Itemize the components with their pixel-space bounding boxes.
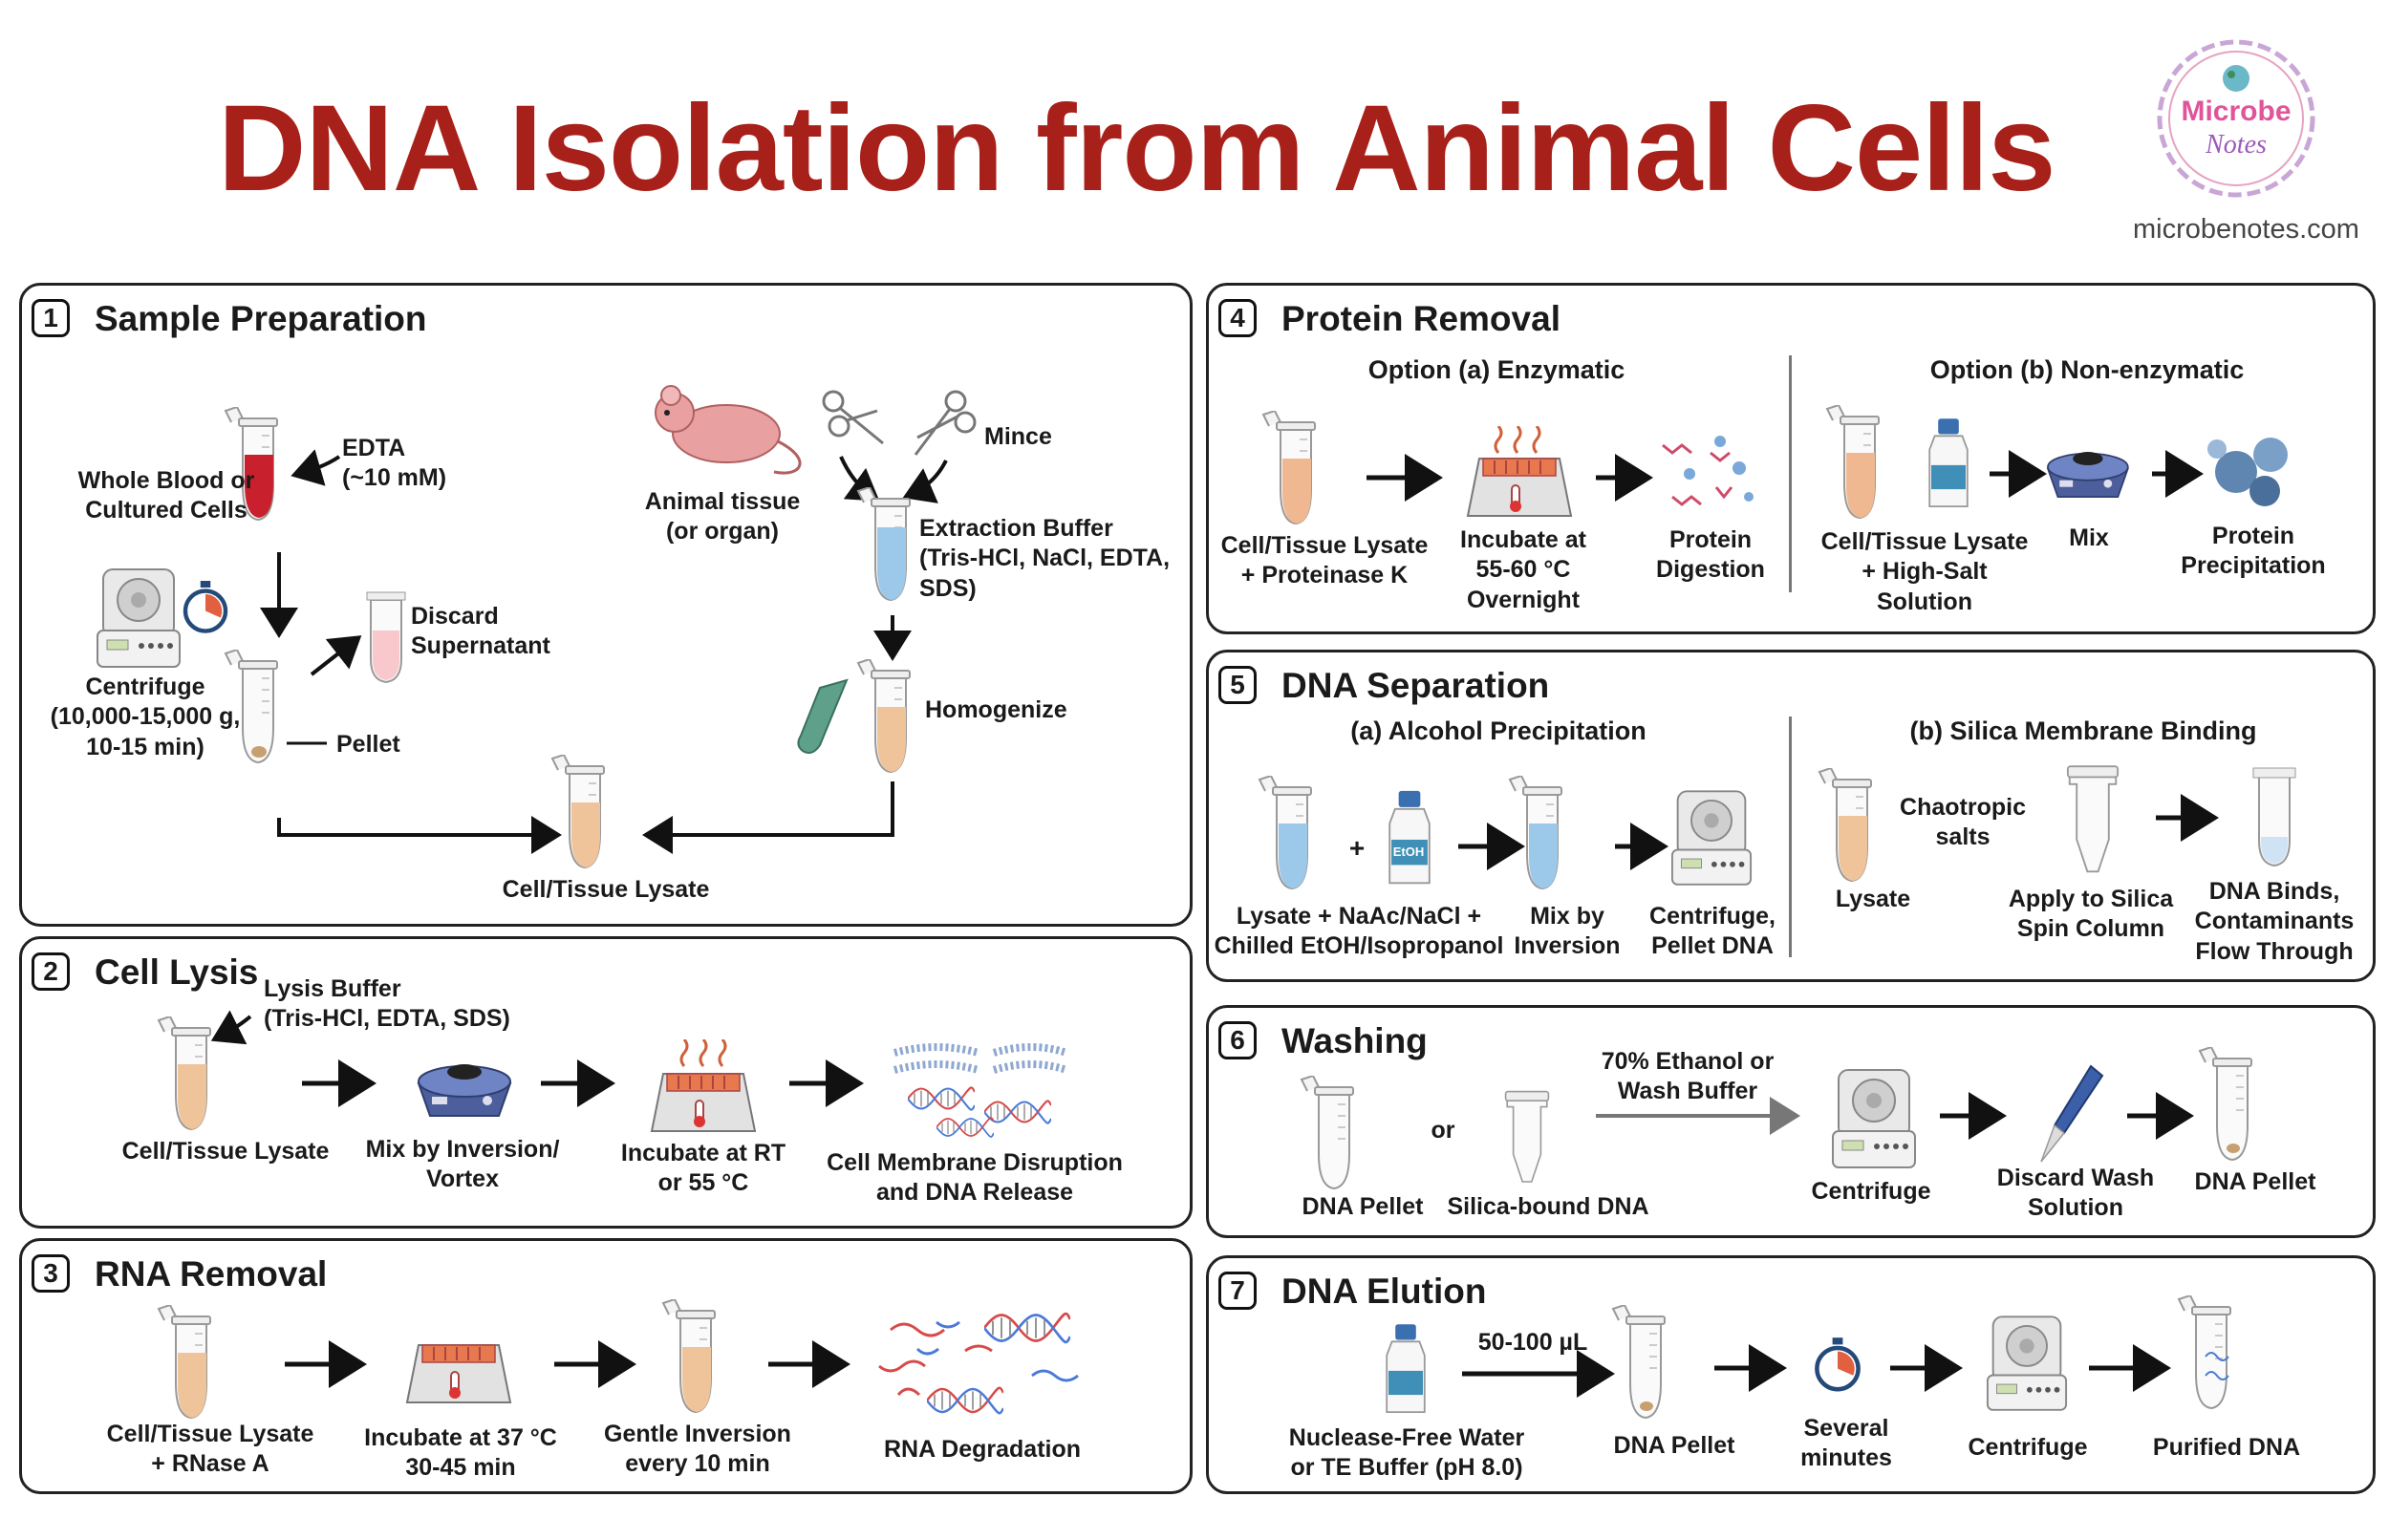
label-step-mix: Mix by Inversion/ Vortex xyxy=(365,1136,560,1193)
label-s2: Silica-bound DNA xyxy=(1447,1193,1649,1220)
label-step-lysate: Cell/Tissue Lysate xyxy=(121,1138,330,1165)
option-b-heading: Option (b) Non-enzymatic xyxy=(1929,355,2245,384)
label-s4: Discard Wash Solution xyxy=(1996,1165,2155,1222)
label-pellet: Pellet xyxy=(336,731,400,758)
label-centrifuge: Centrifuge (10,000-15,000 g, 10-15 min) xyxy=(50,674,241,760)
option-divider xyxy=(1789,355,1792,592)
option-a-heading: Option (a) Enzymatic xyxy=(1367,355,1625,384)
site-url: microbenotes.com xyxy=(2133,214,2359,245)
label-s1: Nuclease-Free Water or TE Buffer (pH 8.0… xyxy=(1288,1424,1525,1482)
page-title: DNA Isolation from Animal Cells xyxy=(218,80,2055,217)
label-a3: Protein Digestion xyxy=(1656,526,1765,584)
logo-text-2: Notes xyxy=(2205,130,2267,160)
label-s3: Several minutes xyxy=(1800,1415,1892,1472)
label-s4: Centrifuge xyxy=(1968,1434,2088,1461)
option-a-heading: (a) Alcohol Precipitation xyxy=(1350,717,1646,745)
label-step-rnase: Cell/Tissue Lysate + RNase A xyxy=(106,1421,314,1478)
label-b1: Lysate xyxy=(1835,886,1911,912)
label-a1: Cell/Tissue Lysate + Proteinase K xyxy=(1220,532,1429,589)
label-edta: EDTA (~10 mM) xyxy=(342,435,447,492)
step-number: 7 xyxy=(1218,1272,1257,1310)
panel-sample-preparation: 1 Sample Preparation xyxy=(19,283,1193,927)
panel-title: Washing xyxy=(1281,1021,1428,1060)
label-b3: Protein Precipitation xyxy=(2181,523,2326,580)
label-b2: Mix xyxy=(2069,524,2109,551)
step-number: 3 xyxy=(32,1254,70,1293)
label-blood: Whole Blood or Cultured Cells xyxy=(77,467,255,524)
label-s1: DNA Pellet xyxy=(1302,1193,1424,1220)
label-buffer: Extraction Buffer (Tris-HCl, NaCl, EDTA,… xyxy=(919,515,1171,602)
step-number: 2 xyxy=(32,952,70,991)
option-divider xyxy=(1789,717,1792,957)
panel-title: DNA Separation xyxy=(1281,666,1550,705)
label-step-inversion: Gentle Inversion every 10 min xyxy=(604,1421,791,1478)
label-b3: DNA Binds, Contaminants Flow Through xyxy=(2194,878,2355,965)
step-number: 6 xyxy=(1218,1021,1257,1059)
label-or: or xyxy=(1431,1117,1455,1144)
label-a3: Centrifuge, Pellet DNA xyxy=(1649,903,1776,960)
label-step-disruption: Cell Membrane Disruption and DNA Release xyxy=(827,1149,1123,1207)
label-wash: 70% Ethanol or Wash Buffer xyxy=(1601,1048,1775,1105)
step-number: 5 xyxy=(1218,666,1257,704)
label-animal: Animal tissue (or organ) xyxy=(644,488,801,545)
label-homogenize: Homogenize xyxy=(925,696,1067,723)
panel-title: Cell Lysis xyxy=(95,952,259,992)
panel-title: DNA Elution xyxy=(1281,1272,1487,1311)
logo-text-1: Microbe xyxy=(2181,96,2291,127)
panel-title: RNA Removal xyxy=(95,1254,328,1294)
label-step-incubate: Incubate at 37 °C 30-45 min xyxy=(364,1424,557,1482)
label-step-incubate: Incubate at RT or 55 °C xyxy=(620,1140,786,1197)
label-a1: Lysate + NaAc/NaCl + Chilled EtOH/Isopro… xyxy=(1214,903,1504,960)
label-step-rna-degradation: RNA Degradation xyxy=(883,1436,1082,1463)
bottle-label: EtOH xyxy=(1392,845,1425,859)
label-a2: Incubate at 55-60 °C Overnight xyxy=(1460,526,1586,613)
option-b-heading: (b) Silica Membrane Binding xyxy=(1909,717,2257,745)
label-s5: DNA Pellet xyxy=(2194,1168,2316,1195)
label-discard: Discard Supernatant xyxy=(411,603,550,660)
label-s2: DNA Pellet xyxy=(1613,1432,1735,1459)
step-number: 1 xyxy=(32,299,70,337)
microbe-notes-logo: Microbe Notes xyxy=(2157,39,2315,198)
label-s3: Centrifuge xyxy=(1811,1178,1931,1205)
panel-title: Protein Removal xyxy=(1281,299,1560,338)
panel-title: Sample Preparation xyxy=(95,299,427,338)
label-lysate: Cell/Tissue Lysate xyxy=(502,876,710,903)
label-a2: Mix by Inversion xyxy=(1514,903,1621,960)
label-mince: Mince xyxy=(984,423,1052,450)
label-b1: Cell/Tissue Lysate + High-Salt Solution xyxy=(1820,528,2029,615)
step-number: 4 xyxy=(1218,299,1257,337)
label-b2: Apply to Silica Spin Column xyxy=(2008,886,2174,943)
label-s5: Purified DNA xyxy=(2152,1434,2301,1461)
label-b0: Chaotropic salts xyxy=(1900,794,2026,851)
label-lysis-buffer: Lysis Buffer (Tris-HCl, EDTA, SDS) xyxy=(264,975,510,1033)
plus-sign: + xyxy=(1348,833,1366,863)
label-volume: 50-100 µL xyxy=(1477,1329,1588,1356)
